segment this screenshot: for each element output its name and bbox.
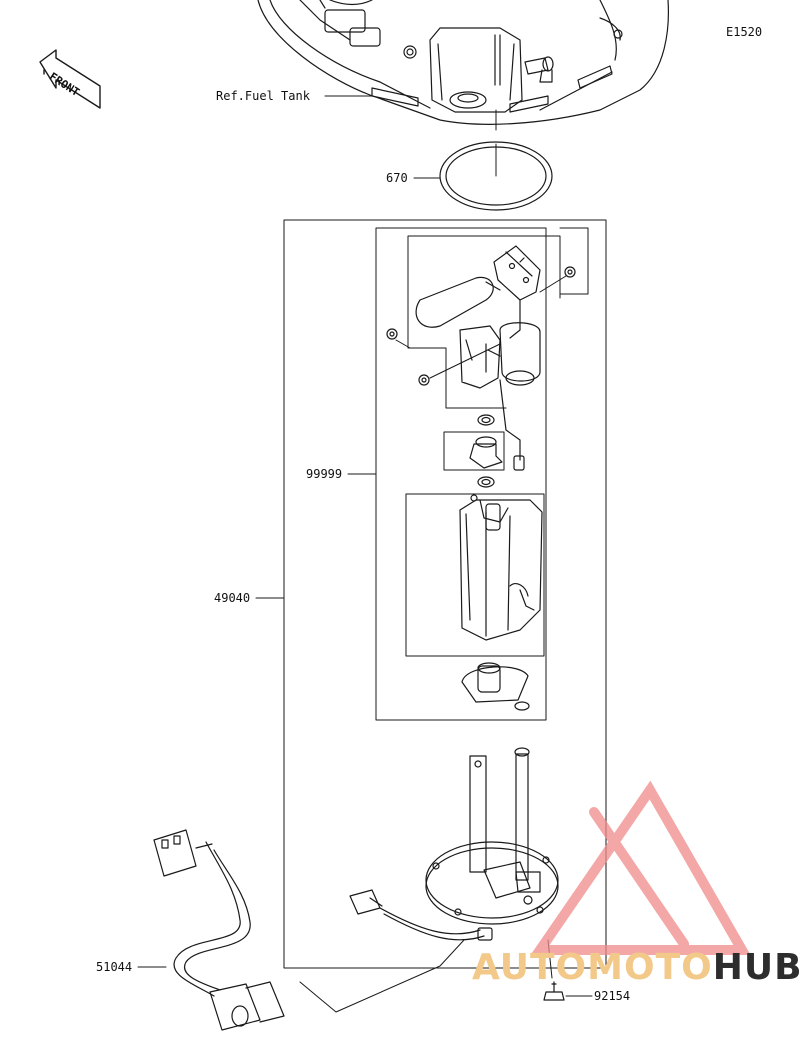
- bracket-49040: [283, 219, 607, 969]
- harness-drawing: [153, 829, 285, 1031]
- filter-drawing: [461, 662, 529, 703]
- fuel-tank-ref-label: Ref.Fuel Tank: [216, 89, 310, 103]
- watermark-text: AUTOMOTOHUB: [472, 948, 800, 988]
- gasket-part-label: 670: [386, 171, 408, 185]
- watermark-hub: HUB: [712, 947, 800, 988]
- watermark-logo: [530, 780, 751, 955]
- front-arrow: [39, 49, 101, 109]
- pump-base-drawing: [425, 747, 559, 925]
- level-sender-drawing: [415, 245, 541, 389]
- small-bolts: [386, 266, 576, 386]
- fuel-tank-drawing: [257, 0, 669, 125]
- pump-connector-drawing: [349, 889, 493, 941]
- watermark-moto: MOTO: [587, 947, 713, 988]
- harness-part-label: 51044: [96, 960, 133, 974]
- watermark-auto: AUTO: [472, 947, 588, 988]
- gasket-ring-drawing: [439, 141, 553, 211]
- regulator-drawing: [469, 379, 525, 471]
- bolt-drawing: [543, 981, 565, 1001]
- diagram-code-label: E1520: [726, 25, 763, 39]
- pump-assy-part-label: 49040: [214, 591, 251, 605]
- bracket-99999: [375, 227, 547, 721]
- bolt-part-label: 92154: [594, 989, 631, 1003]
- fuel-pump-drawing: [459, 494, 543, 641]
- pump-subassy-part-label: 99999: [306, 467, 343, 481]
